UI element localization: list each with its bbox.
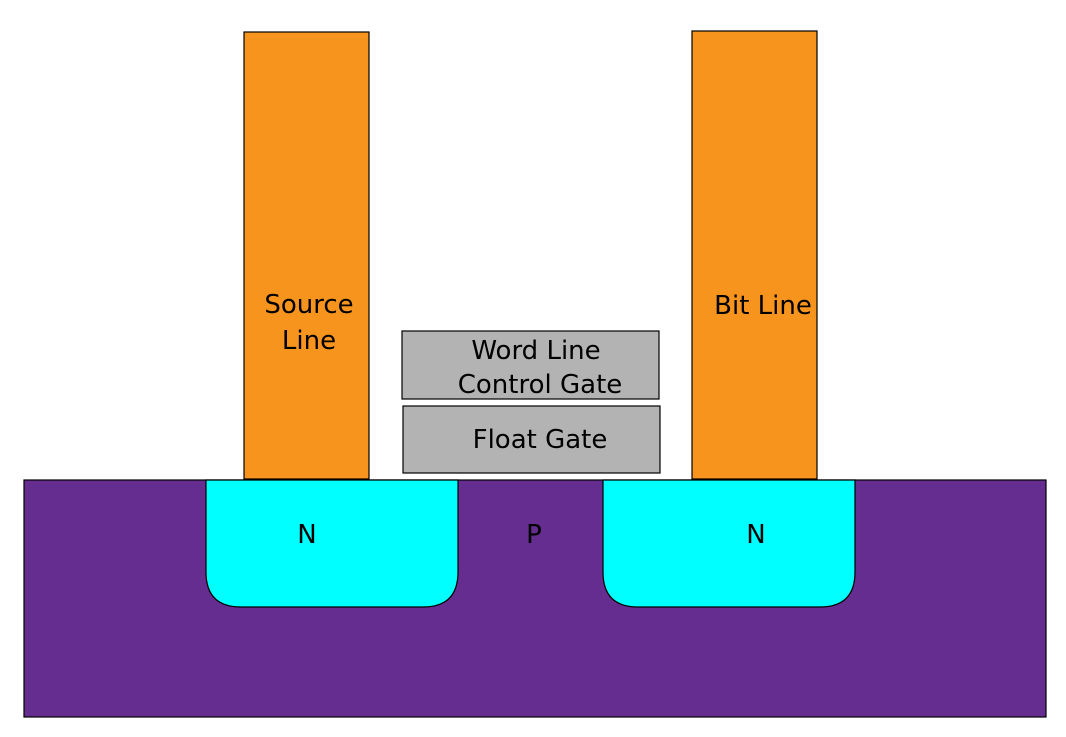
control-gate-label-line1: Word Line [471, 336, 600, 366]
source-line-label-line1: Source [264, 290, 353, 320]
control-gate-label-line2: Control Gate [458, 370, 623, 400]
source-line-label-line2: Line [282, 326, 336, 356]
source-line-column [243, 31, 370, 480]
n-region-right [602, 479, 856, 608]
bit-line-label: Bit Line [714, 291, 812, 321]
n-region-left-label: N [297, 520, 316, 550]
control-gate [401, 330, 660, 400]
p-substrate-label: P [526, 520, 542, 550]
bit-line-column [691, 30, 818, 480]
n-region-right-label: N [746, 520, 765, 550]
float-gate [402, 405, 661, 474]
float-gate-label: Float Gate [473, 425, 608, 455]
p-substrate [23, 479, 1047, 718]
n-region-left [205, 479, 459, 608]
